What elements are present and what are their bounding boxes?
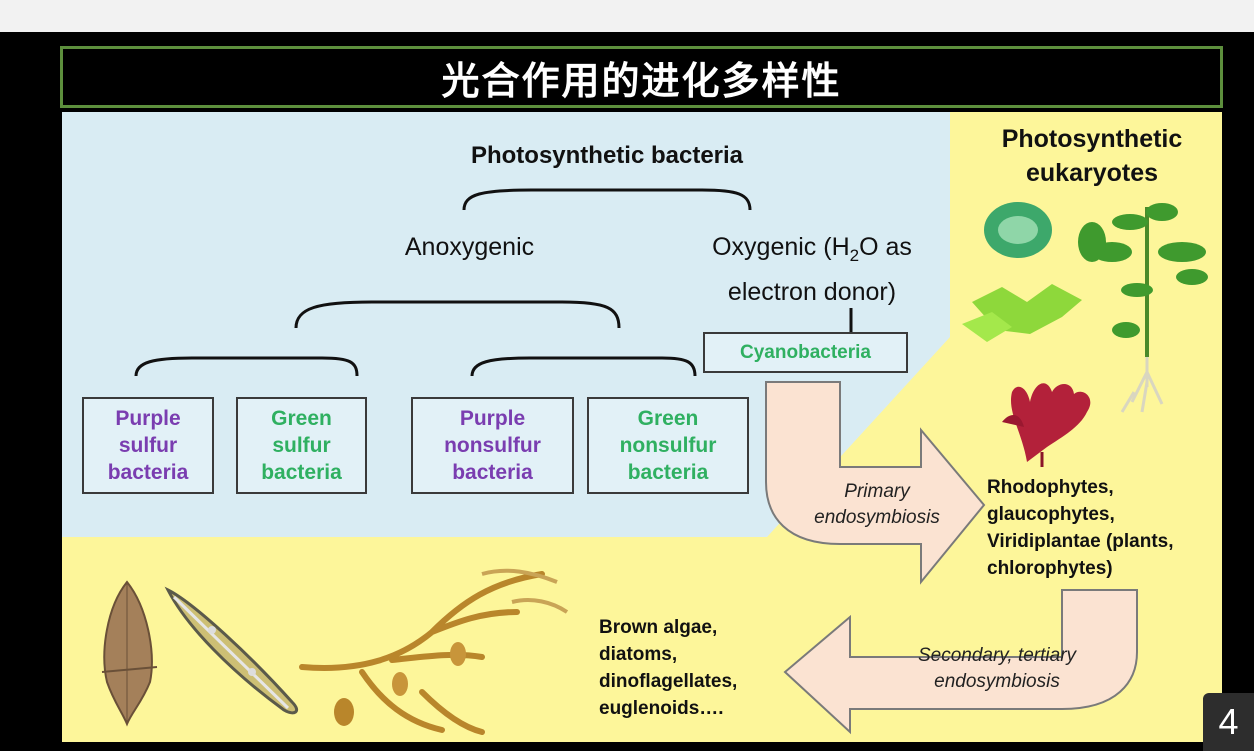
brown-algae-illustration xyxy=(299,568,569,735)
cyanobacteria-box: Cyanobacteria xyxy=(703,332,908,373)
secondary-groups-list: Brown algae, diatoms, dinoflagellates, e… xyxy=(599,614,779,722)
purple-sulfur-line2: sulfur xyxy=(118,434,178,457)
nonsulfur-brace xyxy=(470,356,697,377)
green-nonsulfur-line3: bacteria xyxy=(627,461,709,484)
green-nonsulfur-box: Green nonsulfur bacteria xyxy=(587,397,749,494)
purple-sulfur-line1: Purple xyxy=(115,407,181,430)
primary-arrow xyxy=(765,381,986,585)
primary-groups-list: Rhodophytes, glaucophytes, Viridiplantae… xyxy=(987,474,1222,582)
sulfur-brace xyxy=(134,356,359,377)
secondary-label-line1: Secondary, tertiary xyxy=(917,645,1077,666)
secondary-label-line2: endosymbiosis xyxy=(934,671,1060,692)
purple-sulfur-box: Purple sulfur bacteria xyxy=(82,397,214,494)
oxygenic-label-text: Oxygenic (H xyxy=(712,233,850,261)
primary-group-item: glaucophytes, xyxy=(987,504,1115,525)
purple-nonsulfur-line2: nonsulfur xyxy=(444,434,541,457)
anoxygenic-brace xyxy=(294,300,621,329)
eukaryotes-heading-line2: eukaryotes xyxy=(1025,159,1159,187)
page-number: 4 xyxy=(1203,693,1254,751)
anoxygenic-label: Anoxygenic xyxy=(404,233,535,261)
dinoflagellate-illustration xyxy=(101,580,158,727)
primary-label-line2: endosymbiosis xyxy=(814,507,940,528)
slide-title: 光合作用的进化多样性 xyxy=(441,58,842,103)
green-sulfur-line1: Green xyxy=(271,407,332,430)
plant-illustration xyxy=(1078,203,1208,413)
secondary-group-item: diatoms, xyxy=(599,644,678,665)
purple-sulfur-line3: bacteria xyxy=(107,461,189,484)
oxygenic-label: Oxygenic (H2O as electron donor) xyxy=(662,229,962,310)
oxygenic-label-line2: electron donor) xyxy=(727,278,897,306)
slide-title-bar: 光合作用的进化多样性 xyxy=(60,46,1223,108)
purple-nonsulfur-line1: Purple xyxy=(459,407,526,430)
secondary-group-item: dinoflagellates, xyxy=(599,671,738,692)
green-sulfur-box: Green sulfur bacteria xyxy=(236,397,367,494)
green-nonsulfur-line2: nonsulfur xyxy=(619,434,717,457)
primary-group-item: Rhodophytes, xyxy=(987,477,1114,498)
secondary-group-item: euglenoids…. xyxy=(599,698,724,719)
eukaryotes-heading: Photosynthetic eukaryotes xyxy=(962,122,1222,190)
primary-group-item: chlorophytes) xyxy=(987,558,1113,579)
purple-nonsulfur-line3: bacteria xyxy=(452,461,533,484)
primary-label-line1: Primary xyxy=(844,481,910,502)
green-sulfur-line2: sulfur xyxy=(272,434,331,457)
secondary-arrow xyxy=(783,589,1138,735)
secondary-endosymbiosis-label: Secondary, tertiary endosymbiosis xyxy=(882,643,1112,695)
primary-group-item: Viridiplantae (plants, xyxy=(987,531,1174,552)
red-algae-illustration xyxy=(1002,383,1091,467)
oxygenic-label-end: O as xyxy=(859,233,912,261)
root-brace xyxy=(462,188,752,211)
green-algae-illustration xyxy=(962,202,1082,342)
secondary-group-item: Brown algae, xyxy=(599,617,718,638)
diatom-illustration xyxy=(164,586,298,715)
top-bar xyxy=(0,0,1254,32)
oxygenic-subscript: 2 xyxy=(849,246,860,265)
green-sulfur-line3: bacteria xyxy=(261,461,342,484)
diagram: Photosynthetic bacteria Anoxygenic Oxyge… xyxy=(62,112,1222,742)
purple-nonsulfur-box: Purple nonsulfur bacteria xyxy=(411,397,574,494)
primary-endosymbiosis-label: Primary endosymbiosis xyxy=(802,479,952,531)
green-nonsulfur-line1: Green xyxy=(637,407,699,430)
eukaryotes-heading-line1: Photosynthetic xyxy=(1001,125,1183,153)
root-label: Photosynthetic bacteria xyxy=(470,142,744,169)
